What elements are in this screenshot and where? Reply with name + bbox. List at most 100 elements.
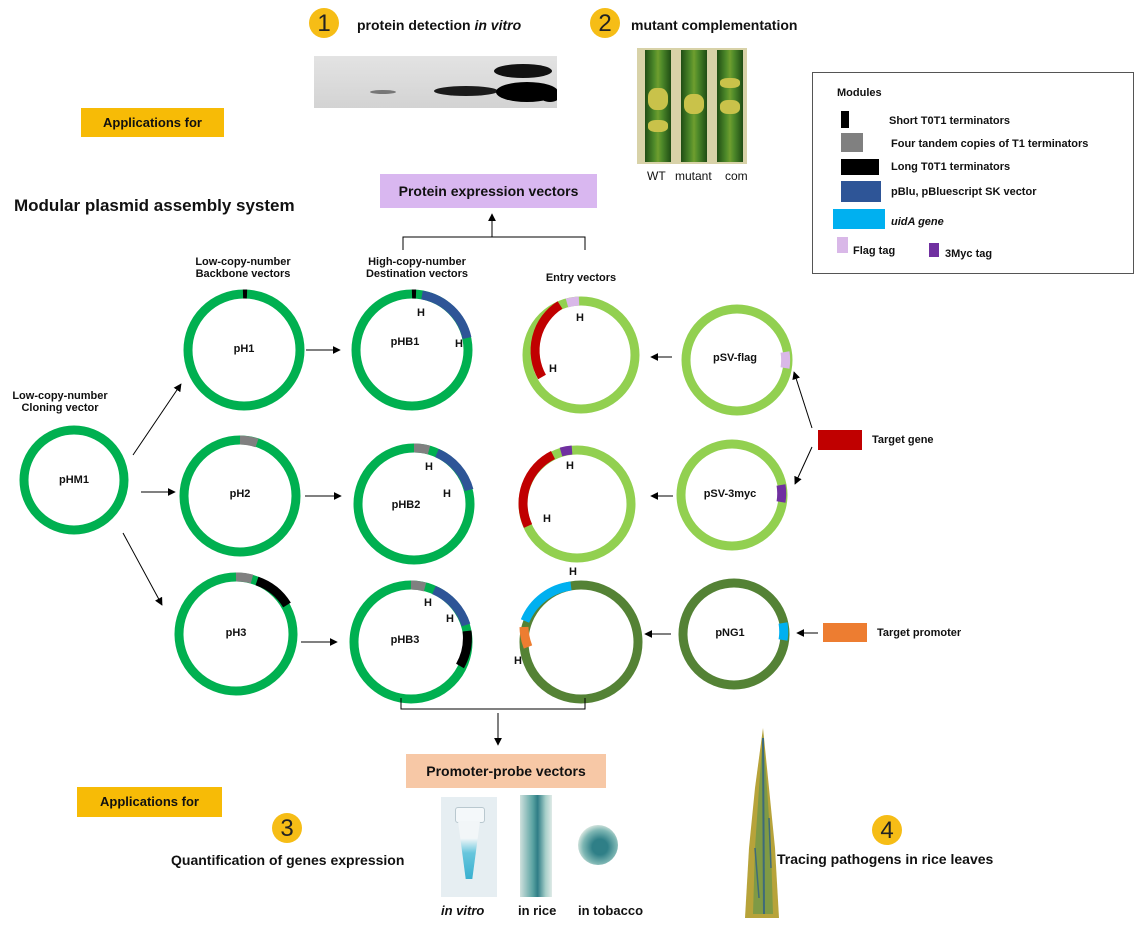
image-label-in-rice: in rice bbox=[518, 903, 557, 918]
promoter-probe-box: Promoter-probe vectors bbox=[406, 754, 606, 788]
leaf-label-com: com bbox=[725, 169, 748, 183]
legend-swatch-flag bbox=[837, 237, 848, 253]
site-h-entry1-b: H bbox=[549, 363, 557, 375]
number-badge-3: 3 bbox=[272, 813, 302, 843]
entry-3myc-target-gene bbox=[518, 450, 556, 528]
legend-swatch-long-terminator bbox=[841, 159, 879, 175]
ph2-t1-terminators bbox=[239, 435, 259, 448]
psv-flag-tag bbox=[780, 351, 791, 369]
entry-3myc-tag bbox=[559, 445, 573, 457]
legend-short-terminator-label: Short T0T1 terminators bbox=[889, 115, 1010, 127]
legend-3myc-label: 3Myc tag bbox=[945, 248, 993, 260]
label-ph1: pH1 bbox=[233, 343, 255, 355]
leaf-label-mutant: mutant bbox=[675, 169, 712, 183]
image-label-in-vitro-text: in vitro bbox=[441, 903, 485, 918]
legend-four-t1-label: Four tandem copies of T1 terminators bbox=[891, 138, 1089, 150]
entry-promoter-uida bbox=[520, 581, 572, 623]
entry-flag-target-gene bbox=[530, 301, 563, 380]
legend-swatch-3myc bbox=[929, 243, 939, 257]
phb3-t1-terminators bbox=[410, 580, 427, 592]
target-gene-label: Target gene bbox=[872, 434, 934, 446]
legend-uida-label: uidA gene bbox=[891, 216, 944, 228]
legend-flag-label: Flag tag bbox=[853, 245, 896, 257]
phb2-t1-terminators bbox=[413, 443, 431, 455]
ph3-long-terminator bbox=[255, 576, 291, 608]
site-h-phb2-a: H bbox=[425, 461, 433, 473]
arrow-phm1-ph3 bbox=[122, 532, 163, 606]
arrow-target-psv3myc bbox=[794, 446, 813, 485]
target-promoter-swatch bbox=[823, 623, 867, 642]
phb3-long-terminator bbox=[455, 630, 472, 669]
label-png1: pNG1 bbox=[715, 627, 745, 639]
legend-swatch-short-terminator bbox=[841, 111, 849, 128]
legend-long-terminator-label: Long T0T1 terminators bbox=[891, 161, 1011, 173]
phb2-pblu bbox=[435, 448, 474, 492]
gus-rice-image bbox=[520, 795, 552, 897]
legend-swatch-uida bbox=[833, 209, 885, 229]
site-h-entry3-b: H bbox=[514, 655, 522, 667]
leaf-label-wt: WT bbox=[647, 169, 666, 183]
label-psv-flag: pSV-flag bbox=[712, 352, 757, 364]
arrow-phm1-ph1 bbox=[132, 383, 182, 456]
diagram-title: Modular plasmid assembly system bbox=[14, 196, 295, 215]
header-cloning: Low-copy-number Cloning vector bbox=[12, 390, 108, 414]
ph3-t1-terminators bbox=[235, 572, 254, 584]
entry-promoter-target bbox=[519, 626, 533, 649]
arrow-target-psvflag bbox=[792, 371, 813, 429]
psv-3myc-tag bbox=[776, 484, 787, 503]
site-h-entry2-b: H bbox=[543, 513, 551, 525]
applications-label-bottom: Applications for bbox=[77, 787, 222, 817]
gus-tube-image bbox=[441, 797, 497, 897]
rice-leaves-image bbox=[637, 48, 747, 164]
number-badge-1: 1 bbox=[309, 8, 339, 38]
site-h-phb2-b: H bbox=[443, 488, 451, 500]
label-phm1: pHM1 bbox=[59, 474, 89, 486]
target-promoter-label: Target promoter bbox=[877, 627, 962, 639]
header-destination: High-copy-number Destination vectors bbox=[365, 256, 469, 280]
label-psv-3myc: pSV-3myc bbox=[703, 488, 757, 500]
label-ph3: pH3 bbox=[225, 627, 247, 639]
legend-title: Modules bbox=[837, 87, 882, 99]
legend-swatch-four-t1 bbox=[841, 133, 863, 152]
target-gene-swatch bbox=[818, 430, 862, 450]
applications-label-top: Applications for bbox=[81, 108, 224, 137]
phb1-pblu bbox=[421, 290, 472, 340]
legend-pblu-label: pBlu, pBluescript SK vector bbox=[891, 186, 1037, 198]
header-entry: Entry vectors bbox=[545, 272, 617, 284]
tracing-leaf-image bbox=[745, 728, 779, 918]
site-h-phb1-a: H bbox=[417, 307, 425, 319]
phb3-pblu bbox=[432, 585, 471, 627]
png1-uida bbox=[778, 622, 789, 641]
modules-legend: Modules Short T0T1 terminators Four tand… bbox=[812, 72, 1134, 274]
entry-flag-tag bbox=[565, 296, 580, 308]
site-h-phb3-b: H bbox=[446, 613, 454, 625]
legend-short-terminator-text: Short T0T1 terminators bbox=[889, 115, 1011, 127]
western-blot-image bbox=[314, 56, 557, 108]
header-backbone-1: Low-copy-number Backbone vectors bbox=[195, 256, 291, 280]
legend-uida-text: uidA gene bbox=[891, 216, 944, 228]
application-3-label: Quantification of genes expression bbox=[171, 852, 405, 868]
number-badge-2: 2 bbox=[590, 8, 620, 38]
application-4-label: Tracing pathogens in rice leaves bbox=[777, 851, 994, 867]
entry-flag-ring bbox=[522, 296, 640, 414]
site-h-entry3-a: H bbox=[569, 566, 577, 578]
label-phb2: pHB2 bbox=[391, 499, 421, 511]
plasmid-phm1-ring bbox=[19, 425, 129, 535]
gus-tobacco-image bbox=[578, 825, 618, 865]
application-1-italic: in vitro bbox=[474, 17, 522, 33]
site-h-phb1-b: H bbox=[455, 338, 463, 350]
application-1-label: protein detection in vitro bbox=[357, 17, 521, 33]
site-h-entry2-a: H bbox=[566, 460, 574, 472]
bracket-promoter-probe bbox=[400, 698, 586, 710]
number-badge-4: 4 bbox=[872, 815, 902, 845]
site-h-phb3-a: H bbox=[424, 597, 432, 609]
site-h-entry1-a: H bbox=[576, 312, 584, 324]
label-phb1: pHB1 bbox=[390, 336, 420, 348]
label-ph2: pH2 bbox=[229, 488, 251, 500]
application-1-text: protein detection bbox=[357, 17, 475, 33]
image-label-in-vitro: in vitro bbox=[441, 903, 484, 918]
application-2-label: mutant complementation bbox=[631, 17, 798, 33]
image-label-in-tobacco: in tobacco bbox=[578, 903, 644, 918]
protein-expression-box: Protein expression vectors bbox=[380, 174, 597, 208]
